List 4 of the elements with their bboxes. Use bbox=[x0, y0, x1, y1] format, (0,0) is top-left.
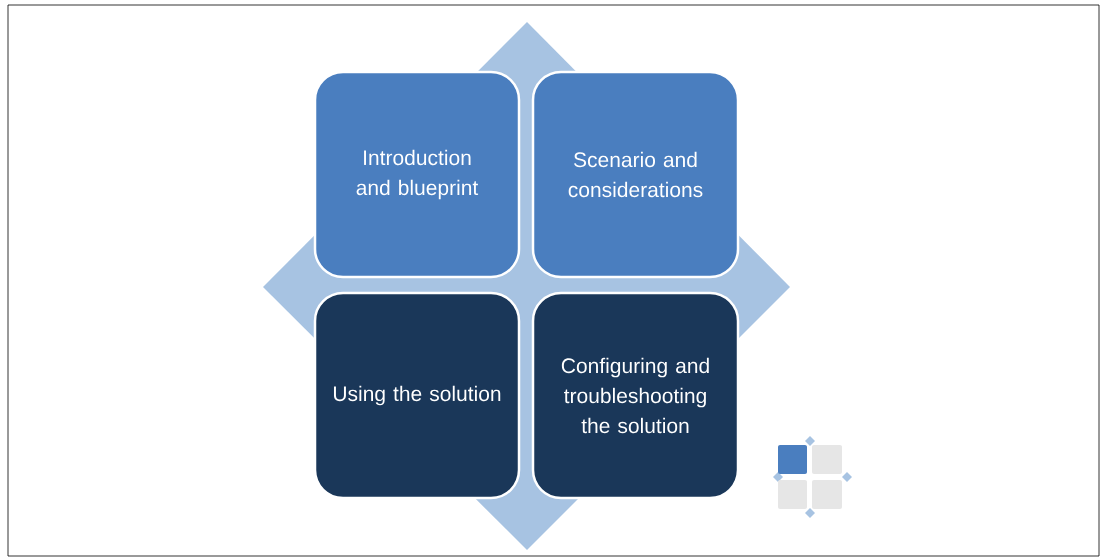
rounded-box: Introduction and blueprint bbox=[313, 70, 521, 279]
rounded-box: Scenario and considerations bbox=[531, 70, 740, 279]
rounded-box: Using the solution bbox=[313, 291, 521, 500]
rounded-box: Configuring and troubleshooting the solution bbox=[531, 291, 740, 500]
